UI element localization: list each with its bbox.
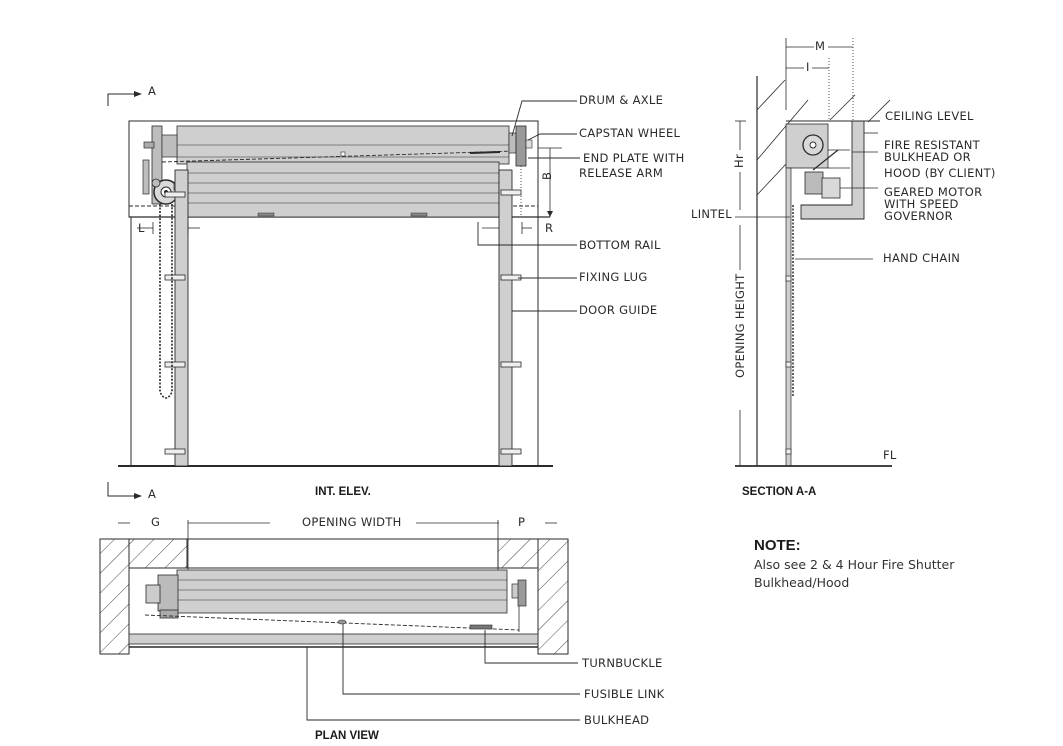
dimension-opening-height: OPENING HEIGHT xyxy=(733,273,747,378)
note-line-2: Bulkhead/Hood xyxy=(754,575,850,590)
section-view xyxy=(735,38,892,467)
callout-bulkhead-or: BULKHEAD OR xyxy=(884,150,971,164)
callout-fire-resistant: FIRE RESISTANT xyxy=(884,138,980,152)
callout-hood-by-client: HOOD (BY CLIENT) xyxy=(884,166,996,180)
callout-bulkhead: BULKHEAD xyxy=(584,713,650,727)
dimension-opening-width: OPENING WIDTH xyxy=(302,515,402,529)
dimension-b: B xyxy=(540,171,554,180)
callout-hand-chain: HAND CHAIN xyxy=(883,251,961,265)
note-line-1: Also see 2 & 4 Hour Fire Shutter xyxy=(754,557,955,572)
level-lintel: LINTEL xyxy=(691,207,732,221)
level-fl: FL xyxy=(883,448,897,462)
note-title: NOTE: xyxy=(754,537,801,554)
callout-end-plate: END PLATE WITH xyxy=(583,151,685,165)
plan-view xyxy=(99,520,580,721)
callout-door-guide: DOOR GUIDE xyxy=(579,303,658,317)
callout-governor: GOVERNOR xyxy=(884,209,953,223)
section-marker-top: A xyxy=(148,84,157,98)
callout-fixing-lug: FIXING LUG xyxy=(579,270,648,284)
callout-geared-motor: GEARED MOTOR xyxy=(884,185,983,199)
elevation-view xyxy=(107,91,580,499)
dimension-r: R xyxy=(545,221,554,235)
callout-with-speed: WITH SPEED xyxy=(884,197,959,211)
plan-title: PLAN VIEW xyxy=(315,730,379,742)
dimension-i: I xyxy=(806,60,810,74)
callout-ceiling-level: CEILING LEVEL xyxy=(885,109,974,123)
dimension-m: M xyxy=(815,39,826,53)
dimension-l: L xyxy=(138,221,145,235)
callout-release-arm: RELEASE ARM xyxy=(579,166,664,180)
callout-drum-axle: DRUM & AXLE xyxy=(579,93,664,107)
elevation-title: INT. ELEV. xyxy=(315,486,371,498)
callout-bottom-rail: BOTTOM RAIL xyxy=(579,238,661,252)
callout-capstan-wheel: CAPSTAN WHEEL xyxy=(579,126,681,140)
section-title: SECTION A-A xyxy=(742,486,817,498)
callout-fusible-link: FUSIBLE LINK xyxy=(584,687,665,701)
dimension-g: G xyxy=(151,515,161,529)
callout-turnbuckle: TURNBUCKLE xyxy=(582,656,663,670)
dimension-hr: Hr xyxy=(732,154,746,168)
section-marker-bottom: A xyxy=(148,487,157,501)
dimension-p: P xyxy=(518,515,526,529)
